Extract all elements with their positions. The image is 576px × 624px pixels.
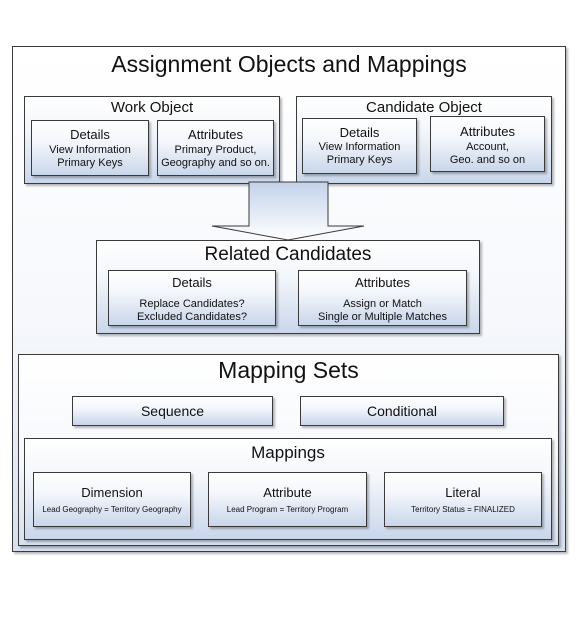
candidate-object-details-line: View Information [318, 141, 401, 153]
related-candidates-attributes-box: Attributes Assign or Match Single or Mul… [298, 270, 467, 326]
dimension-example: Lead Geography = Territory Geography [42, 505, 182, 514]
diagram-title: Assignment Objects and Mappings [111, 51, 467, 77]
conditional-label: Conditional [366, 403, 438, 419]
candidate-object-attributes-title: Attributes [460, 124, 515, 139]
candidate-object-attributes-line: Account, [466, 141, 509, 153]
work-object-details-line: View Information [49, 144, 131, 156]
work-object-details-title: Details [70, 127, 110, 142]
dimension-box: Dimension Lead Geography = Territory Geo… [33, 472, 191, 527]
candidate-object-details-box: Details View Information Primary Keys [302, 118, 417, 174]
work-object-attributes-box: Attributes Primary Product, Geography an… [157, 120, 274, 176]
dimension-title: Dimension [81, 485, 143, 500]
candidate-object-title: Candidate Object [366, 99, 482, 116]
related-candidates-details-line: Excluded Candidates? [136, 311, 248, 323]
related-candidates-attributes-line: Assign or Match [343, 298, 422, 310]
mappings-title: Mappings [251, 443, 325, 462]
related-candidates-details-title: Details [172, 275, 212, 290]
work-object-attributes-title: Attributes [188, 127, 243, 142]
literal-title: Literal [445, 485, 481, 500]
candidate-object-details-line: Primary Keys [326, 154, 393, 166]
work-object-attributes-line: Geography and so on. [161, 157, 270, 169]
mapping-sets-title: Mapping Sets [218, 357, 359, 383]
work-object-title: Work Object [110, 99, 194, 116]
related-candidates-attributes-title: Attributes [355, 275, 410, 290]
literal-box: Literal Territory Status = FINALIZED [384, 472, 542, 527]
conditional-box: Conditional [300, 396, 504, 426]
literal-example: Territory Status = FINALIZED [411, 505, 515, 514]
related-candidates-attributes-line: Single or Multiple Matches [317, 311, 447, 323]
work-object-attributes-line: Primary Product, [174, 144, 257, 156]
attribute-example: Lead Program = Territory Program [226, 505, 349, 514]
work-object-details-box: Details View Information Primary Keys [31, 120, 149, 176]
attribute-title: Attribute [263, 485, 312, 500]
sequence-box: Sequence [72, 396, 273, 426]
sequence-label: Sequence [140, 403, 205, 419]
related-candidates-title: Related Candidates [204, 244, 372, 265]
candidate-object-attributes-box: Attributes Account, Geo. and so on [430, 116, 545, 172]
related-candidates-details-box: Details Replace Candidates? Excluded Can… [108, 270, 276, 326]
work-object-details-line: Primary Keys [57, 157, 123, 169]
related-candidates-details-line: Replace Candidates? [139, 298, 245, 310]
attribute-box: Attribute Lead Program = Territory Progr… [208, 472, 367, 527]
candidate-object-attributes-line: Geo. and so on [449, 154, 526, 166]
candidate-object-details-title: Details [339, 125, 380, 140]
